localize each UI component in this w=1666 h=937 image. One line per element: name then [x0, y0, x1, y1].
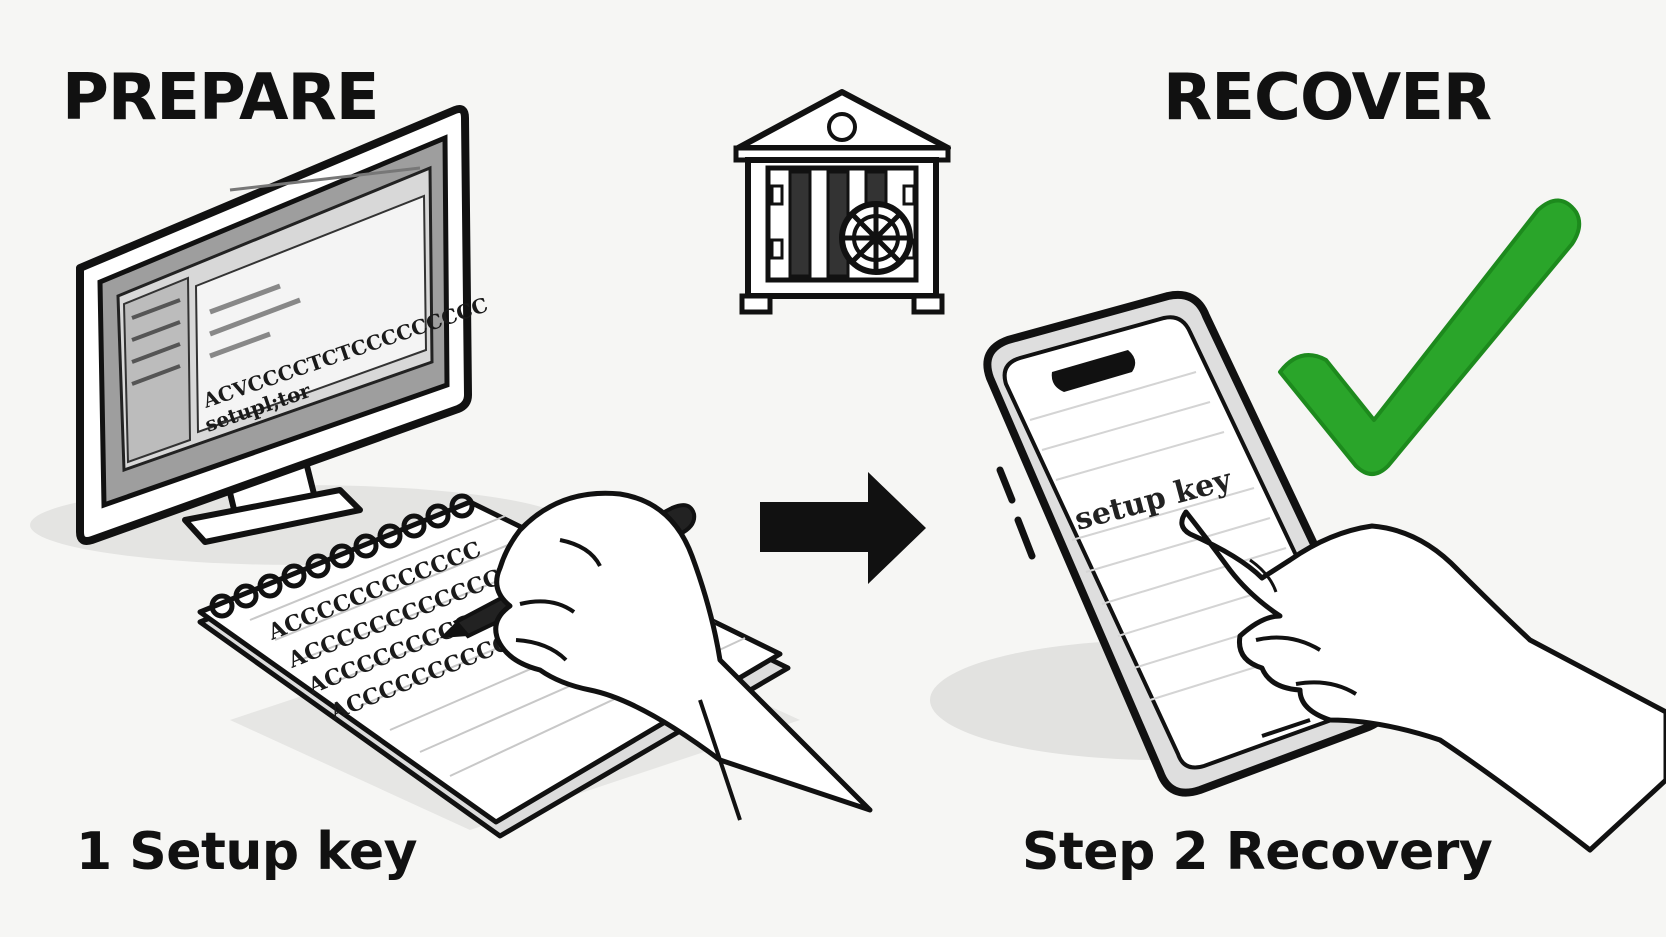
phone-screen-lines — [1029, 371, 1331, 701]
vault-hinge — [770, 184, 784, 206]
hand-shape — [1179, 509, 1666, 853]
vault-foot — [911, 293, 945, 315]
finger-crease — [1255, 635, 1322, 652]
finger-crease — [515, 638, 568, 662]
wrist-line — [698, 699, 742, 821]
recover-heading: RECOVER — [1163, 61, 1492, 135]
knuckle-line — [1249, 558, 1278, 593]
vault-foot — [739, 293, 773, 315]
sidebar-line — [131, 364, 181, 386]
phone-side-button — [996, 466, 1016, 504]
hand-shape — [493, 490, 873, 813]
phone-side-button — [1014, 516, 1036, 560]
sidebar-line — [131, 298, 181, 320]
pen-tip — [440, 622, 468, 638]
screen-sidebar — [122, 276, 192, 464]
step2-caption: Step 2 Recovery — [1022, 822, 1493, 882]
vault-column — [788, 170, 812, 278]
content-line — [209, 331, 271, 359]
notebook-spiral — [209, 493, 475, 619]
screen-content — [194, 194, 428, 434]
content-line — [209, 283, 281, 315]
finger-crease — [519, 599, 576, 614]
computer-monitor-icon: ACVCCCCTCTCCCCCCCCC setupl;tor — [76, 105, 491, 545]
vault-wheel — [839, 201, 913, 275]
sidebar-line — [131, 342, 181, 364]
vault-emblem — [827, 112, 857, 142]
title-bar-line — [229, 166, 421, 192]
finger-crease — [1295, 680, 1358, 696]
vault-hinge — [902, 184, 916, 206]
step1-caption: 1 Setup key — [76, 822, 418, 882]
knuckle-line — [559, 538, 602, 567]
hand-writing-icon — [440, 490, 873, 821]
hand-tapping-icon — [1179, 509, 1666, 853]
sidebar-line — [131, 320, 181, 342]
home-indicator — [1261, 718, 1311, 738]
vault-hinge — [770, 238, 784, 260]
content-line — [209, 297, 301, 337]
prepare-heading: PREPARE — [62, 61, 379, 135]
arrow-right-icon — [760, 472, 926, 584]
phone-notch — [1051, 350, 1136, 392]
monitor-base — [182, 487, 363, 545]
checkmark-icon — [1278, 198, 1582, 476]
bank-vault-icon — [733, 89, 951, 315]
